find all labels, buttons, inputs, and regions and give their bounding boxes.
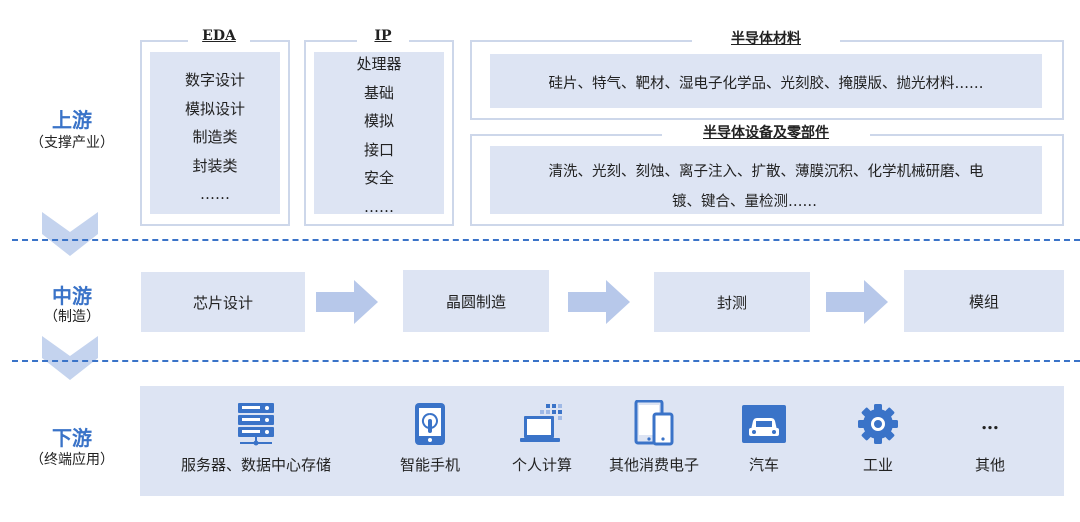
eda-title: EDA [188,28,250,44]
app-label: 其他消费电子 [608,456,699,474]
app-label: 智能手机 [399,456,460,474]
app-industrial: 工业 [818,402,938,475]
materials-text: 硅片、特气、靶材、湿电子化学品、光刻胶、掩膜版、抛光材料…… [548,76,984,92]
upstream-subtitle: （支撑产业） [30,135,114,151]
app-label: 服务器、数据中心存储 [180,456,331,474]
right-arrow-icon [568,280,630,324]
materials-title: 半导体材料 [692,28,840,48]
midstream-title: 中游 [52,284,92,308]
list-item: 制造类 [192,128,238,146]
server-icon [238,403,274,446]
ellipsis-icon: … [981,413,999,434]
step-packaging-test: 封测 [654,272,810,332]
eda-panel [140,40,290,226]
app-label: 个人计算 [511,456,572,474]
downstream-subtitle: （终端应用） [30,452,114,468]
ip-title: IP [357,28,409,44]
app-smartphone: 智能手机 [370,402,490,475]
app-label: 汽车 [748,456,779,474]
list-item: 接口 [363,140,394,159]
upstream-title: 上游 [52,108,92,132]
step-chip-design: 芯片设计 [141,272,305,332]
applications-panel [140,386,1064,496]
equipment-text-line2: 镀、键合、量检测…… [672,194,817,210]
downstream-title: 下游 [52,426,92,450]
list-item: 安全 [363,169,394,187]
down-chevron-icon [42,212,98,256]
right-arrow-icon [316,280,378,324]
list-item: …… [200,185,230,203]
gear-icon [858,404,898,444]
divider-upstream [12,239,1080,241]
app-other: … 其他 [930,402,1050,475]
step-module: 模组 [904,270,1064,332]
divider-midstream [12,360,1080,362]
midstream-subtitle: （制造） [44,309,100,325]
equipment-text-line1: 清洗、光刻、刻蚀、离子注入、扩散、薄膜沉积、化学机械研磨、电 [548,164,984,180]
list-item: 处理器 [356,55,402,73]
app-server: 服务器、数据中心存储 [181,402,331,475]
down-chevron-icon [42,336,98,380]
app-label: 工业 [862,456,893,474]
list-item: 数字设计 [184,71,245,89]
app-automotive: 汽车 [704,402,824,475]
materials-panel [470,40,1064,120]
equipment-panel [470,134,1064,226]
list-item: 模拟设计 [184,99,245,118]
step-wafer-fab: 晶圆制造 [403,270,549,332]
list-item: 模拟 [363,112,394,130]
car-icon [742,405,786,443]
app-label: 其他 [974,456,1005,474]
list-item: 基础 [363,83,394,102]
devices-icon [634,400,674,446]
equipment-title: 半导体设备及零部件 [662,122,870,142]
app-personal-computing: 个人计算 [482,402,602,475]
app-consumer-electronics: 其他消费电子 [594,400,714,475]
list-item: …… [364,197,394,216]
eda-list: 数字设计 模拟设计 制造类 封装类 …… [150,66,280,209]
right-arrow-icon [826,280,888,324]
ip-panel [304,40,454,226]
ip-list: 处理器 基础 模拟 接口 安全 …… [314,50,444,221]
smartphone-icon [415,403,445,445]
list-item: 封装类 [192,156,238,175]
laptop-icon [520,404,562,442]
